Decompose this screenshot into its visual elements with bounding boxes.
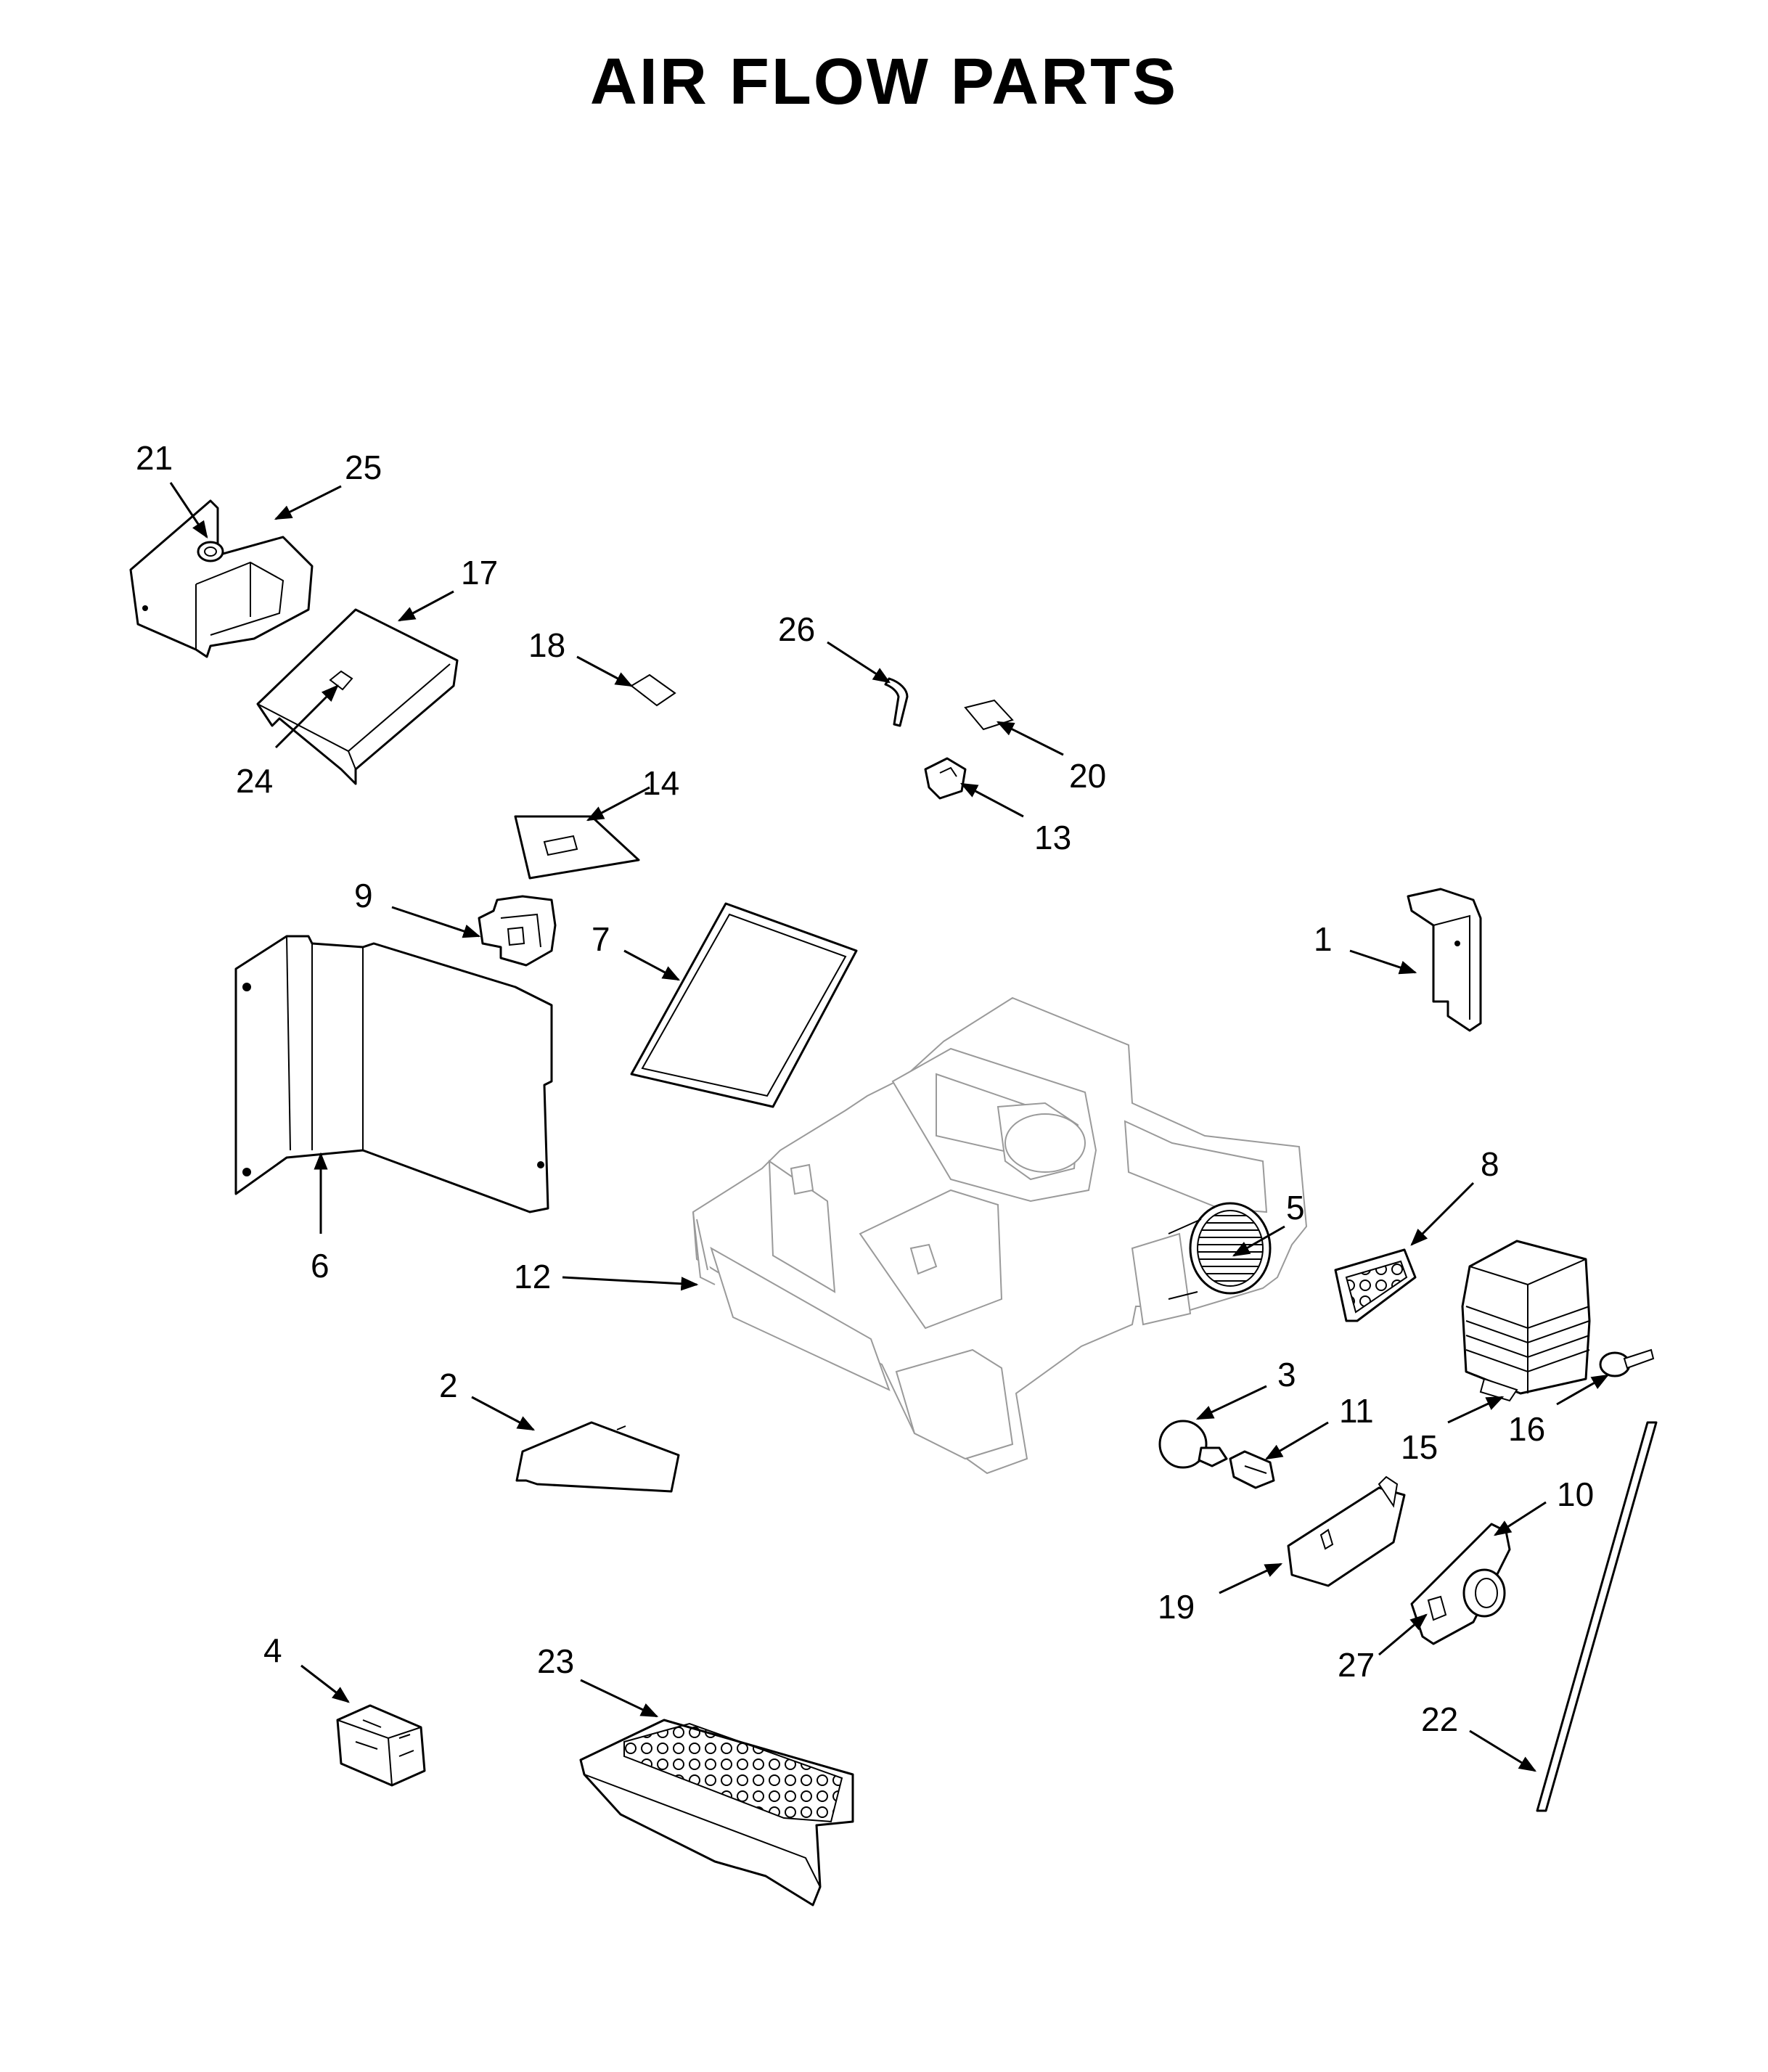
part-26-tube <box>884 677 909 727</box>
callout-19: 19 <box>1158 1588 1195 1626</box>
part-9-switch-bracket <box>478 895 557 967</box>
callout-16: 16 <box>1508 1410 1545 1448</box>
part-5-blower-fan <box>1168 1202 1272 1300</box>
callout-14: 14 <box>642 764 679 802</box>
callout-13: 13 <box>1034 819 1071 856</box>
callout-1: 1 <box>1314 920 1333 958</box>
callout-15: 15 <box>1401 1428 1438 1466</box>
callout-26: 26 <box>778 610 815 648</box>
part-8-grille <box>1334 1248 1417 1322</box>
callout-8: 8 <box>1481 1145 1499 1183</box>
part-11-lamp-socket <box>1229 1450 1275 1489</box>
callout-11: 11 <box>1339 1392 1374 1430</box>
part-3-lamp <box>1158 1420 1228 1469</box>
callout-23: 23 <box>537 1642 574 1680</box>
part-17-duct-cover <box>256 608 459 785</box>
part-13-clip <box>924 757 967 800</box>
callout-4: 4 <box>263 1631 282 1669</box>
part-23-grille-tray <box>579 1719 854 1907</box>
callout-27: 27 <box>1338 1646 1375 1684</box>
callout-2: 2 <box>439 1367 458 1404</box>
callout-9: 9 <box>354 877 373 914</box>
part-4-bracket <box>336 1704 426 1787</box>
part-2-plate <box>515 1421 680 1493</box>
callout-numbers: 21 25 17 24 18 26 20 13 14 9 7 1 6 8 5 1… <box>136 439 1594 1738</box>
page-title: AIR FLOW PARTS <box>589 46 1179 118</box>
callout-12: 12 <box>514 1258 551 1295</box>
part-10-door-bracket <box>1410 1523 1511 1645</box>
callout-24: 24 <box>236 762 273 800</box>
part-15-transformer <box>1461 1240 1591 1402</box>
callout-18: 18 <box>528 626 565 664</box>
callout-10: 10 <box>1557 1475 1594 1513</box>
part-6-side-panel <box>234 935 553 1213</box>
callout-25: 25 <box>345 449 382 486</box>
part-18-pad <box>630 673 676 707</box>
callout-17: 17 <box>461 554 498 591</box>
leader-lines <box>169 482 1610 1772</box>
part-22-strip <box>1536 1421 1658 1812</box>
part-1-bracket <box>1407 888 1482 1032</box>
part-25-duct-bracket <box>129 499 314 658</box>
callout-20: 20 <box>1069 757 1106 795</box>
callout-22: 22 <box>1421 1700 1458 1738</box>
callout-3: 3 <box>1277 1356 1296 1393</box>
part-12-airflow-housing <box>692 996 1308 1475</box>
part-7-filter-frame <box>630 902 858 1108</box>
part-14-shield <box>514 815 640 880</box>
callout-5: 5 <box>1286 1189 1305 1227</box>
callout-7: 7 <box>592 920 610 958</box>
callout-6: 6 <box>311 1247 330 1285</box>
part-19-circuit-board <box>1287 1475 1406 1587</box>
part-16-thermostat <box>1599 1348 1655 1377</box>
callout-21: 21 <box>136 439 173 477</box>
